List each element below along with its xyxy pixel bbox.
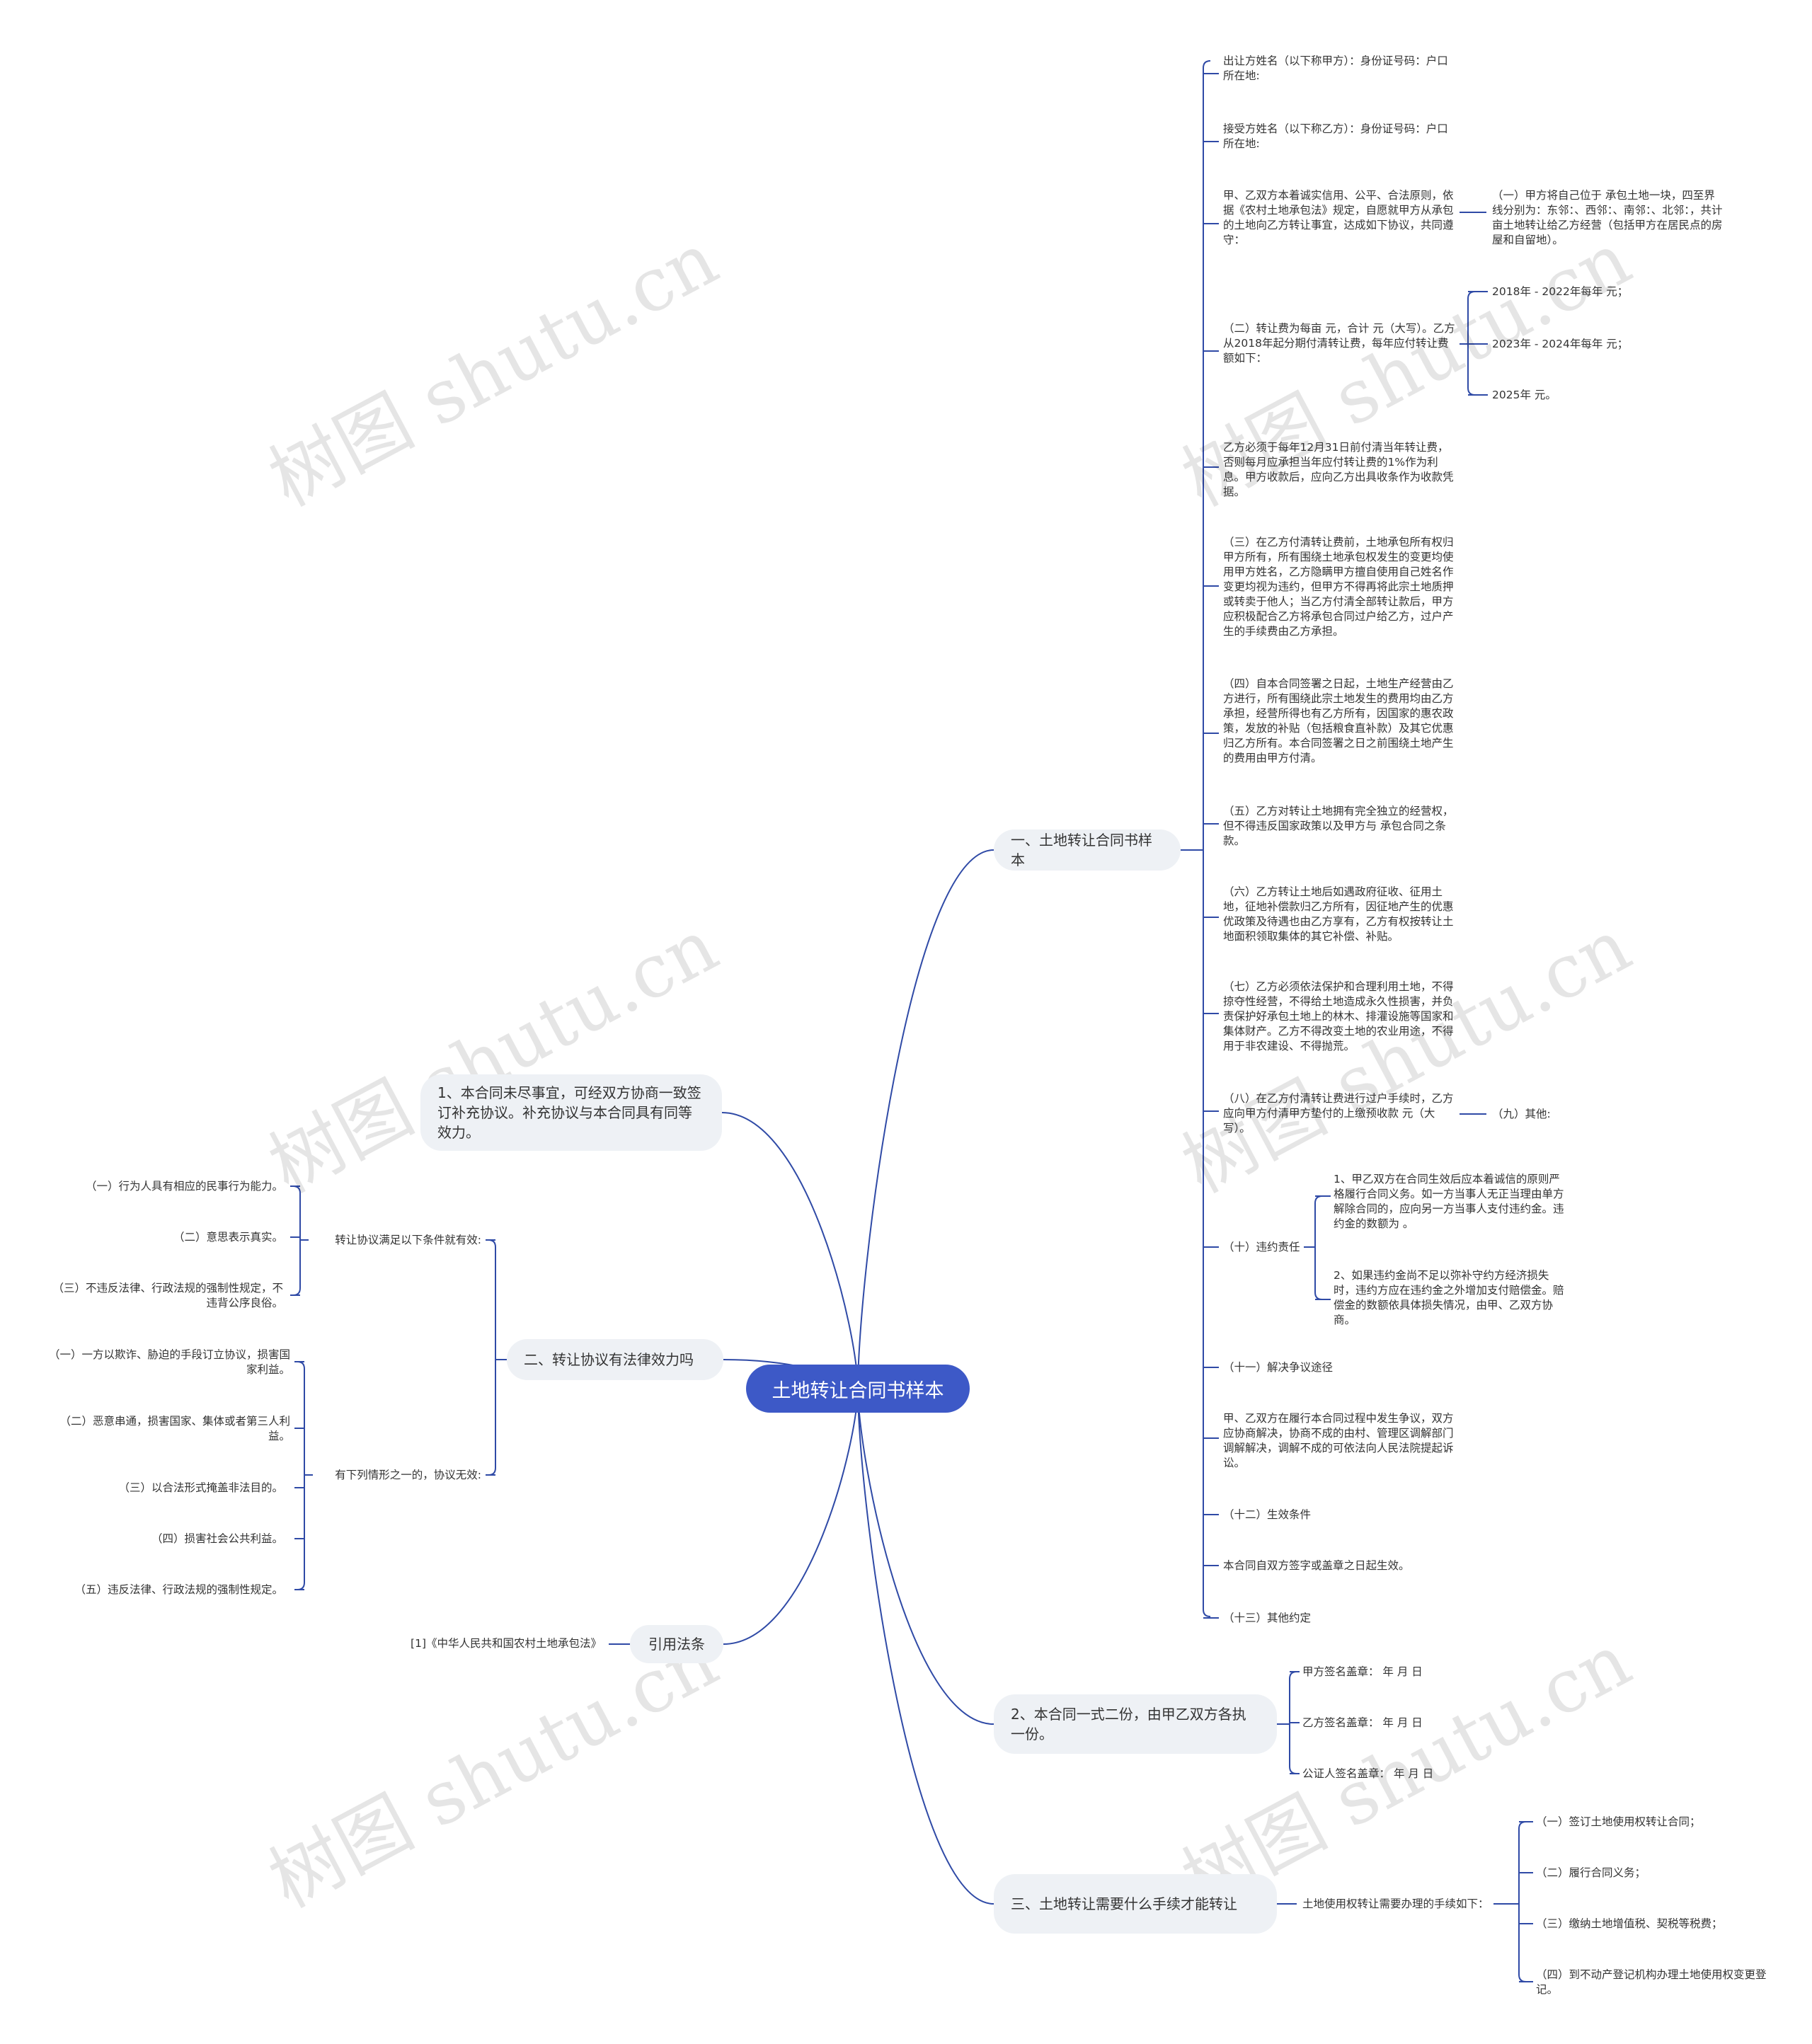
b1-item-other: （九）其他: [1492, 1108, 1551, 1120]
invalidity-case: （一）一方以欺诈、胁迫的手段订立协议，损害国家利益。 [48, 1348, 290, 1376]
fee-row: 2025年 元。 [1492, 389, 1556, 401]
branch-transfer-procedures[interactable]: 三、土地转让需要什么手续才能转让 [994, 1874, 1277, 1934]
procedure-step: （二）履行合同义务； [1536, 1866, 1646, 1879]
b1-item: 乙方必须于每年12月31日前付清当年转让费，否则每月应承担当年应付转让费的1%作… [1223, 441, 1454, 498]
validity-intro: 转让协议满足以下条件就有效: [335, 1234, 481, 1246]
procedure-step: （三）缴纳土地增值税、契税等税费； [1536, 1917, 1723, 1930]
branch-cited-law[interactable]: 引用法条 [630, 1625, 723, 1663]
b1-item: （三）在乙方付清转让费前，土地承包所有权归甲方所有，所有围绕土地承包权发生的变更… [1223, 536, 1454, 638]
branch-copies[interactable]: 2、本合同一式二份，由甲乙双方各执一份。 [994, 1694, 1277, 1754]
bracket-spine [488, 1239, 496, 1476]
breach-clause: 1、甲乙双方在合同生效后应本着诚信的原则严格履行合同义务。如一方当事人无正当理由… [1334, 1173, 1564, 1230]
procedure-intro: 土地使用权转让需要办理的手续如下： [1302, 1897, 1489, 1910]
root-branch-line [857, 849, 994, 1389]
bracket-spine [1203, 60, 1211, 1617]
validity-condition: （三）不违反法律、行政法规的强制性规定，不违背公序良俗。 [52, 1282, 283, 1309]
root-branch-line [857, 1388, 994, 1905]
b1-item: 出让方姓名（以下称甲方）：身份证号码：户口所在地: [1223, 54, 1448, 82]
b1-item: 接受方姓名（以下称乙方）：身份证号码：户口所在地: [1223, 122, 1448, 150]
b1-item: （十二）生效条件 [1223, 1508, 1312, 1521]
invalidity-case: （四）损害社会公共利益。 [151, 1532, 283, 1545]
invalidity-case: （五）违反法律、行政法规的强制性规定。 [74, 1583, 283, 1596]
b1-item: （十三）其他约定 [1223, 1612, 1312, 1624]
b1-item: （七）乙方必须依法保护和合理利用土地，不得掠夺性经营，不得给土地造成永久性损害，… [1223, 980, 1454, 1052]
b1-item: （五）乙方对转让土地拥有完全独立的经营权，但不得违反国家政策以及甲方与 承包合同… [1223, 805, 1454, 847]
signature-line: 甲方签名盖章： 年 月 日 [1302, 1665, 1423, 1678]
b1-item: （六）乙方转让土地后如遇政府征收、征用土地，征地补偿款归乙方所有，因征地产生的优… [1223, 885, 1454, 943]
b1-item: 甲、乙双方在履行本合同过程中发生争议，双方应协商解决，协商不成的由村、管理区调解… [1223, 1412, 1454, 1469]
branch-legal-effect[interactable]: 二、转让协议有法律效力吗 [507, 1339, 723, 1380]
branch-supplementary[interactable]: 1、本合同未尽事宜，可经双方协商一致签订补充协议。补充协议与本合同具有同等效力。 [420, 1074, 722, 1151]
root-branch-line [721, 1112, 859, 1389]
procedure-step: （四）到不动产登记机构办理土地使用权变更登记。 [1536, 1968, 1767, 1996]
invalidity-case: （三）以合法形式掩盖非法目的。 [118, 1481, 283, 1494]
branch-contract-sample[interactable]: 一、土地转让合同书样本 [994, 829, 1181, 871]
invalidity-intro: 有下列情形之一的，协议无效: [335, 1469, 481, 1481]
root-branch-line [857, 1388, 994, 1725]
invalidity-case: （二）恶意串通，损害国家、集体或者第三人利益。 [59, 1415, 290, 1442]
breach-clause: 2、如果违约金尚不足以弥补守约方经济损失时，违约方应在违约金之外增加支付赔偿金。… [1334, 1269, 1564, 1326]
root-node[interactable]: 土地转让合同书样本 [746, 1365, 970, 1413]
b1-item: 本合同自双方签字或盖章之日起生效。 [1223, 1559, 1410, 1572]
b1-subitem-land: （一）甲方将自己位于 承包土地一块，四至界线分别为：东邻：、西邻：、南邻：、北邻… [1492, 189, 1726, 246]
bracket-spine [292, 1185, 301, 1296]
signature-line: 乙方签名盖章： 年 月 日 [1302, 1716, 1423, 1729]
procedure-step: （一）签订土地使用权转让合同； [1536, 1815, 1701, 1828]
b1-item: （八）在乙方付清转让费进行过户手续时，乙方应向甲方付清甲方垫付的上缴预收款 元（… [1223, 1092, 1454, 1135]
fee-row: 2018年 - 2022年每年 元； [1492, 285, 1629, 298]
validity-condition: （一）行为人具有相应的民事行为能力。 [85, 1180, 283, 1193]
bracket-spine [1518, 1821, 1527, 1982]
b1-item: （二）转让费为每亩 元，合计 元（大写）。乙方从2018年起分期付清转让费，每年… [1223, 322, 1455, 364]
bracket-spine [297, 1361, 305, 1590]
fee-row: 2023年 - 2024年每年 元； [1492, 338, 1629, 350]
b1-item-breach: （十）违约责任 [1223, 1241, 1300, 1253]
b1-item: （四）自本合同签署之日起，土地生产经营由乙方进行，所有围绕此宗土地发生的费用均由… [1223, 677, 1454, 764]
b1-item: 甲、乙双方本着诚实信用、公平、合法原则，依据《农村土地承包法》规定，自愿就甲方从… [1223, 189, 1454, 246]
root-branch-line [723, 1388, 859, 1645]
validity-condition: （二）意思表示真实。 [173, 1231, 283, 1244]
cited-law-item: [1]《中华人民共和国农村土地承包法》 [411, 1637, 602, 1650]
b1-item: （十一）解决争议途径 [1223, 1361, 1334, 1374]
bracket-spine [1314, 1195, 1323, 1300]
signature-line: 公证人签名盖章： 年 月 日 [1302, 1767, 1434, 1780]
